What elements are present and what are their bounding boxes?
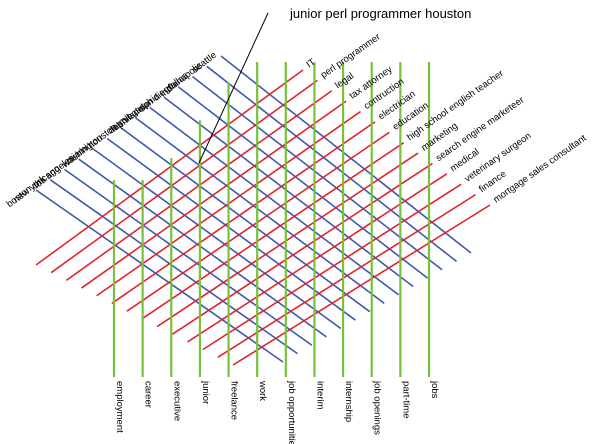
city-line-los-angeles — [78, 158, 327, 338]
callout-label: junior perl programmer houston — [289, 6, 471, 21]
city-line-miami — [92, 148, 342, 330]
modifier-label-jobs: jobs — [429, 380, 440, 399]
city-line-boston — [35, 189, 284, 363]
city-line-houston — [120, 127, 371, 313]
callout-leader-line — [198, 12, 269, 164]
modifier-labels: employment career executive junior freelance… — [114, 380, 440, 444]
job-line-electrician — [111, 121, 376, 305]
city-line-las-vegas — [149, 106, 400, 296]
city-line-new-york — [49, 179, 298, 355]
modifier-label-executive: executive — [171, 381, 182, 421]
modifier-label-internship: internship — [343, 381, 354, 422]
modifier-lines — [112, 62, 431, 377]
modifier-label-part-time: part-time — [400, 381, 411, 418]
modifier-label-work: work — [257, 380, 268, 401]
city-line-washington — [106, 137, 356, 321]
job-line-tax-attorney — [81, 100, 347, 289]
job-label-mortgage-sales-consultant: mortgage sales consultant — [491, 133, 588, 206]
modifier-label-employment: employment — [114, 381, 125, 433]
job-line-marketing — [156, 152, 419, 328]
modifier-label-career: career — [143, 381, 154, 408]
job-line-it — [35, 69, 304, 266]
city-line-indianapolis — [206, 65, 458, 263]
job-line-finance — [217, 193, 477, 358]
job-line-high-school-english-teacher — [141, 142, 405, 320]
modifier-label-job-opportunities: job opportunities — [286, 380, 297, 444]
job-line-veterinary-surgeon — [202, 183, 462, 351]
job-line-medical — [187, 173, 448, 343]
city-line-chicago — [63, 168, 313, 346]
modifier-label-freelance: freelance — [229, 381, 240, 420]
job-line-search-engine-marketeer — [171, 162, 433, 335]
modifier-label-job-openings: job openings — [372, 380, 383, 435]
job-label-it: IT — [304, 56, 317, 70]
job-line-mortgage-sales-consultant — [232, 204, 491, 366]
job-line-perl-programmer — [50, 79, 318, 274]
modifier-label-junior: junior — [200, 380, 211, 404]
modifier-label-interim: interim — [314, 381, 325, 410]
